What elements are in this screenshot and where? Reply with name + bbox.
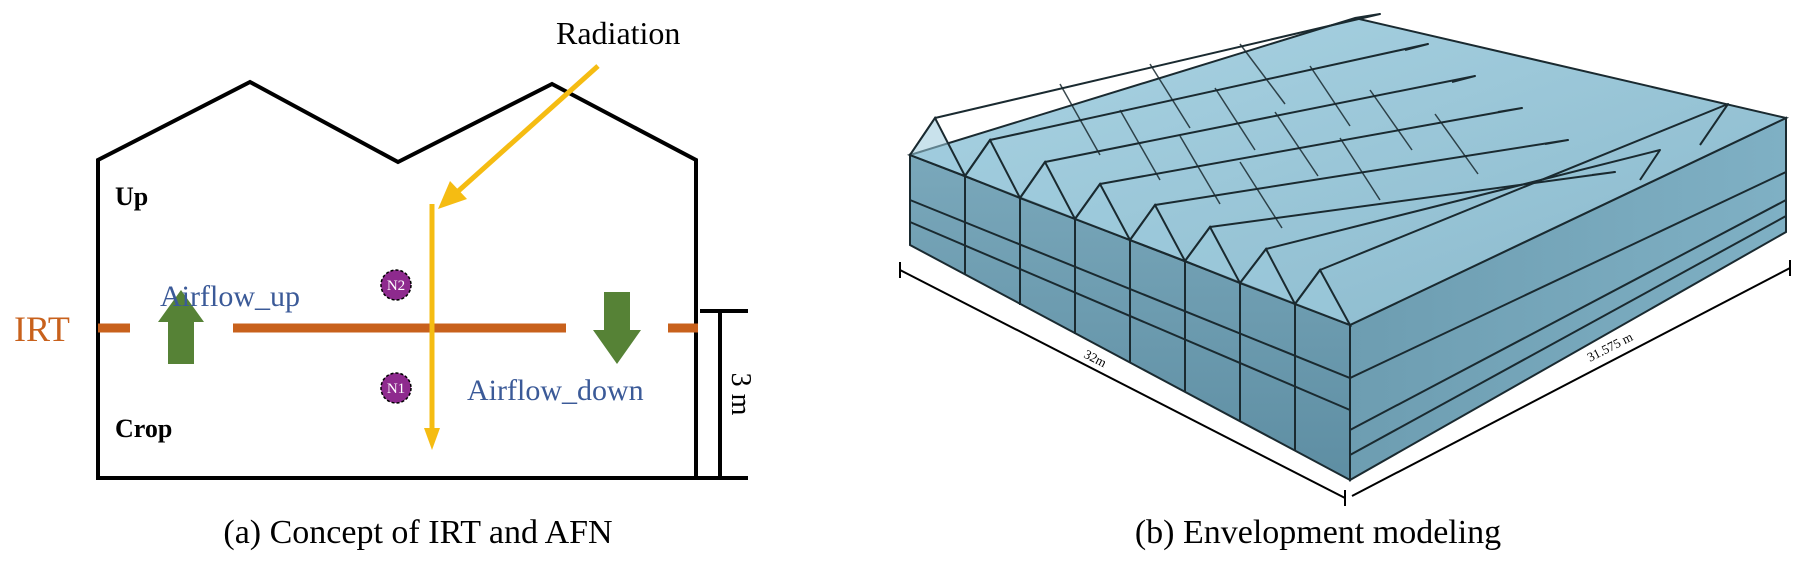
height-dimension: 3 m (700, 309, 756, 478)
height-label: 3 m (725, 373, 756, 416)
caption-a: (a) Concept of IRT and AFN (223, 514, 612, 551)
radiation-vertical-arrow-icon (424, 204, 440, 450)
airflow-up-label: Airflow_up (160, 280, 300, 313)
caption-b: (b) Envelopment modeling (1135, 514, 1501, 551)
node-n1: N1 (380, 372, 412, 404)
airflow-up-arrow-icon (158, 290, 204, 364)
front-posts (964, 176, 1296, 450)
dimension-32m (899, 262, 1346, 506)
airflow-down-arrow-icon (593, 292, 641, 364)
airflow-down-label: Airflow_down (467, 374, 644, 407)
node-n2: N2 (380, 269, 412, 301)
crop-zone-label: Crop (115, 414, 172, 443)
radiation-label: Radiation (556, 15, 680, 51)
radiation-incoming-arrow-icon (438, 64, 600, 209)
node-n1-label: N1 (387, 381, 405, 397)
panel-b-envelope-model: 32m 31.575 m (b) Envelopment modeling (899, 13, 1791, 551)
panel-a-concept-diagram: 3 m IRT Up Crop Airflow_up Airflow_down … (14, 15, 756, 551)
irt-label: IRT (14, 309, 70, 349)
roof-purlins (1059, 43, 1479, 229)
node-n2-label: N2 (387, 278, 405, 294)
greenhouse-outline (96, 79, 698, 478)
up-zone-label: Up (115, 182, 148, 211)
dimension-31575m (1351, 260, 1791, 497)
gable-frames (908, 116, 1353, 327)
